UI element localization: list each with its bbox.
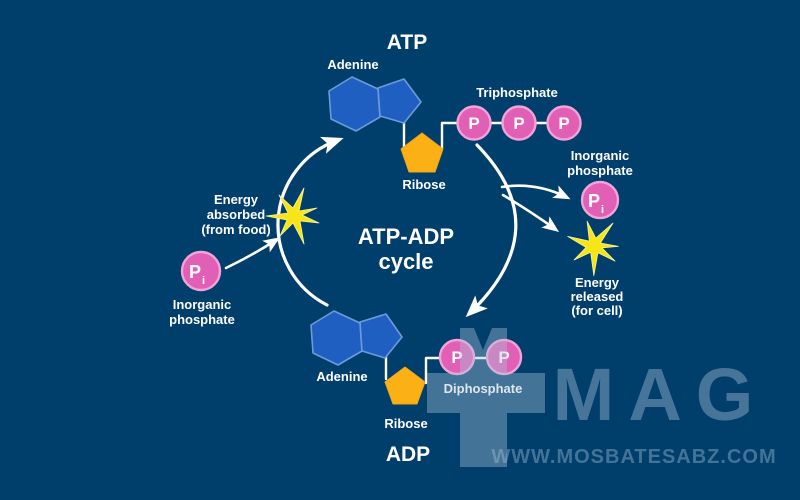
p-symbol-5: P: [498, 348, 509, 367]
cycle-title-line2: cycle: [378, 249, 433, 274]
diphosphate-label: Diphosphate: [444, 381, 523, 396]
phosphate-circle-4: [438, 338, 476, 376]
inorganic-phosphate-label-left-line2: phosphate: [169, 312, 235, 327]
adp-title: ADP: [386, 443, 430, 466]
arrow-pi-to-energy: [224, 237, 281, 270]
atp-title: ATP: [387, 31, 427, 54]
adenine-label-bottom: Adenine: [316, 369, 367, 384]
arrow-to-energy-released: [501, 193, 560, 232]
energy-absorbed-line2: absorbed: [207, 207, 266, 222]
ribose-pentagon-bottom: [384, 366, 426, 405]
phosphate-circle-5: [485, 338, 523, 376]
inorganic-phosphate-label-left-line1: Inorganic: [173, 297, 232, 312]
cycle-arrow-left-up: [276, 136, 344, 307]
inorganic-phosphate-circle-left: [180, 250, 222, 292]
energy-absorbed-line1: Energy: [214, 192, 259, 207]
energy-released-line1: Energy: [575, 275, 620, 290]
pi-symbol-left: Pi: [189, 262, 205, 287]
adenine-pentagon-bottom: [359, 313, 403, 359]
energy-absorbed-line3: (from food): [201, 222, 270, 237]
energy-released-line2: released: [571, 289, 624, 304]
inorganic-phosphate-label-right-line1: Inorganic: [571, 148, 630, 163]
cycle-title-line1: ATP-ADP: [358, 224, 454, 249]
phosphate-circle-3: [546, 105, 582, 141]
watermark-cross-logo-icon: [427, 328, 545, 467]
pi-symbol-right: Pi: [588, 191, 604, 216]
ribose-label-top: Ribose: [402, 177, 445, 192]
watermark: MAG WWW.MOSBATESABZ.COM: [427, 328, 776, 468]
p-symbol-3: P: [558, 114, 569, 133]
atp-molecule: P P P: [328, 76, 582, 173]
adenine-pentagon-top: [377, 78, 422, 124]
p-symbol-2: P: [513, 114, 524, 133]
ribose-label-bottom: Ribose: [384, 416, 427, 431]
inorganic-phosphate-circle-right: [580, 180, 620, 220]
adp-molecule: P P: [310, 310, 523, 405]
p-symbol-4: P: [451, 348, 462, 367]
ribose-pentagon-top: [400, 132, 444, 173]
p-symbol-1: P: [468, 114, 479, 133]
phosphate-circle-2: [501, 105, 537, 141]
energy-released-line3: (for cell): [571, 303, 622, 318]
cycle-arrow-right-down: [465, 143, 518, 318]
inorganic-phosphate-label-right-line2: phosphate: [567, 163, 633, 178]
bond-ribose-phosphate-top: [440, 121, 460, 150]
watermark-url-text: WWW.MOSBATESABZ.COM: [491, 446, 776, 468]
arrow-to-inorganic-phosphate: [500, 184, 571, 200]
watermark-logo-text: MAG: [553, 353, 768, 436]
adenine-label-top: Adenine: [327, 57, 378, 72]
triphosphate-label: Triphosphate: [476, 85, 558, 100]
bond-ribose-phosphate-bottom: [424, 356, 443, 385]
phosphate-circle-1: [456, 105, 492, 141]
